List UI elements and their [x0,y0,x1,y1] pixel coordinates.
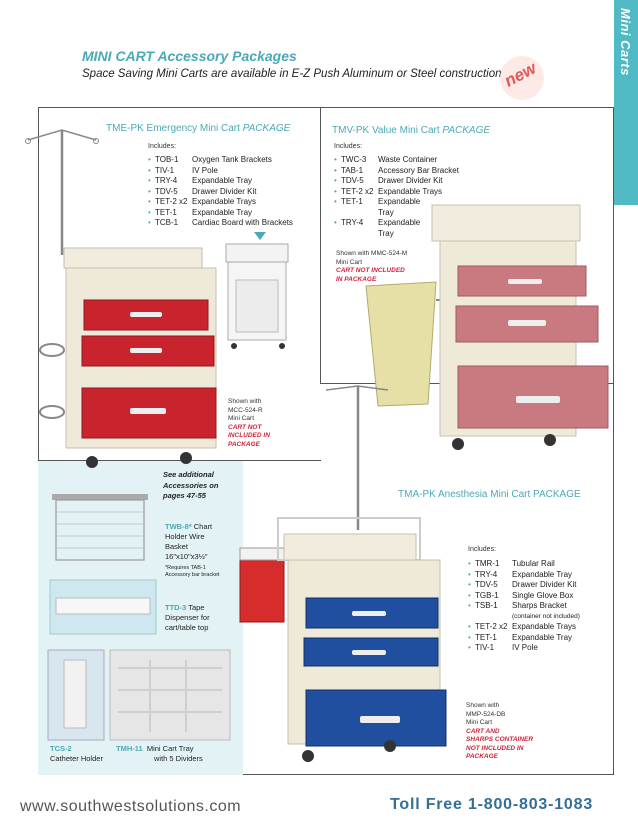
side-tab-label: Mini Carts [618,8,633,76]
tme-includes-label: Includes: [148,143,177,150]
tmv-waste-container-image [365,281,456,407]
tmv-cart-image [431,204,609,450]
ttd-tape-dispenser-image [49,579,157,635]
tme-white-cart-image [225,232,289,349]
tma-includes-label: Includes: [468,546,497,553]
phone-label: Toll Free [390,796,463,813]
tma-sharps-container-image [239,547,285,623]
tme-title-package: PACKAGE [242,123,291,134]
tme-title-text: TME-PK Emergency Mini Cart [106,123,243,134]
tcs-accessory-text: TCS-2 Catheter Holder [50,744,103,763]
twb-wire-basket-image [52,494,148,561]
page-subtitle: Space Saving Mini Carts are available in… [82,68,502,80]
divider-horizontal-left [38,460,321,461]
tma-package-title: TMA-PK Anesthesia Mini Cart PACKAGE [398,489,581,500]
phone-number[interactable]: 1-800-803-1083 [467,796,594,813]
tcs-catheter-holder-image [47,649,105,741]
twb-accessory-text: TWB-8* Chart Holder Wire Basket 16"x10"x… [165,522,220,578]
tmh-tray-image [109,649,231,741]
footer-phone[interactable]: Toll Free 1-800-803-1083 [390,796,593,814]
tme-cart-image [39,247,217,468]
tme-note: Shown with MCC-524-R Mini Cart CART NOT … [228,398,270,448]
tma-note: Shown with MMP-524-DB Mini Cart CART AND… [466,702,534,760]
tmh-accessory-text: TMH-11 Mini Cart Tray with 5 Dividers [116,744,203,763]
page-title: MINI CART Accessory Packages [82,48,297,64]
tmv-includes-label: Includes: [334,143,363,150]
tma-iv-pole-image [325,385,389,530]
tmv-title-text: TMV-PK Value Mini Cart [332,125,443,136]
tme-iv-pole-image [25,129,99,255]
footer-website-link[interactable]: www.southwestsolutions.com [20,798,242,815]
ttd-accessory-text: TTD-3 Tape Dispenser for cart/table top [165,603,210,632]
tme-package-title: TME-PK Emergency Mini Cart PACKAGE [106,123,290,134]
side-tab: Mini Carts [614,0,638,205]
list-item: (container not included) [512,612,580,620]
tmv-note: Shown with MMC-524-M Mini Cart CART NOT … [336,250,408,283]
tma-cart-image [277,517,447,762]
divider-vertical [320,108,321,383]
tmv-title-package: PACKAGE [442,125,491,136]
new-badge: new [500,56,544,100]
see-additional-note: See additional Accessories on pages 47-5… [163,470,219,500]
tmv-package-title: TMV-PK Value Mini Cart PACKAGE [332,125,490,136]
